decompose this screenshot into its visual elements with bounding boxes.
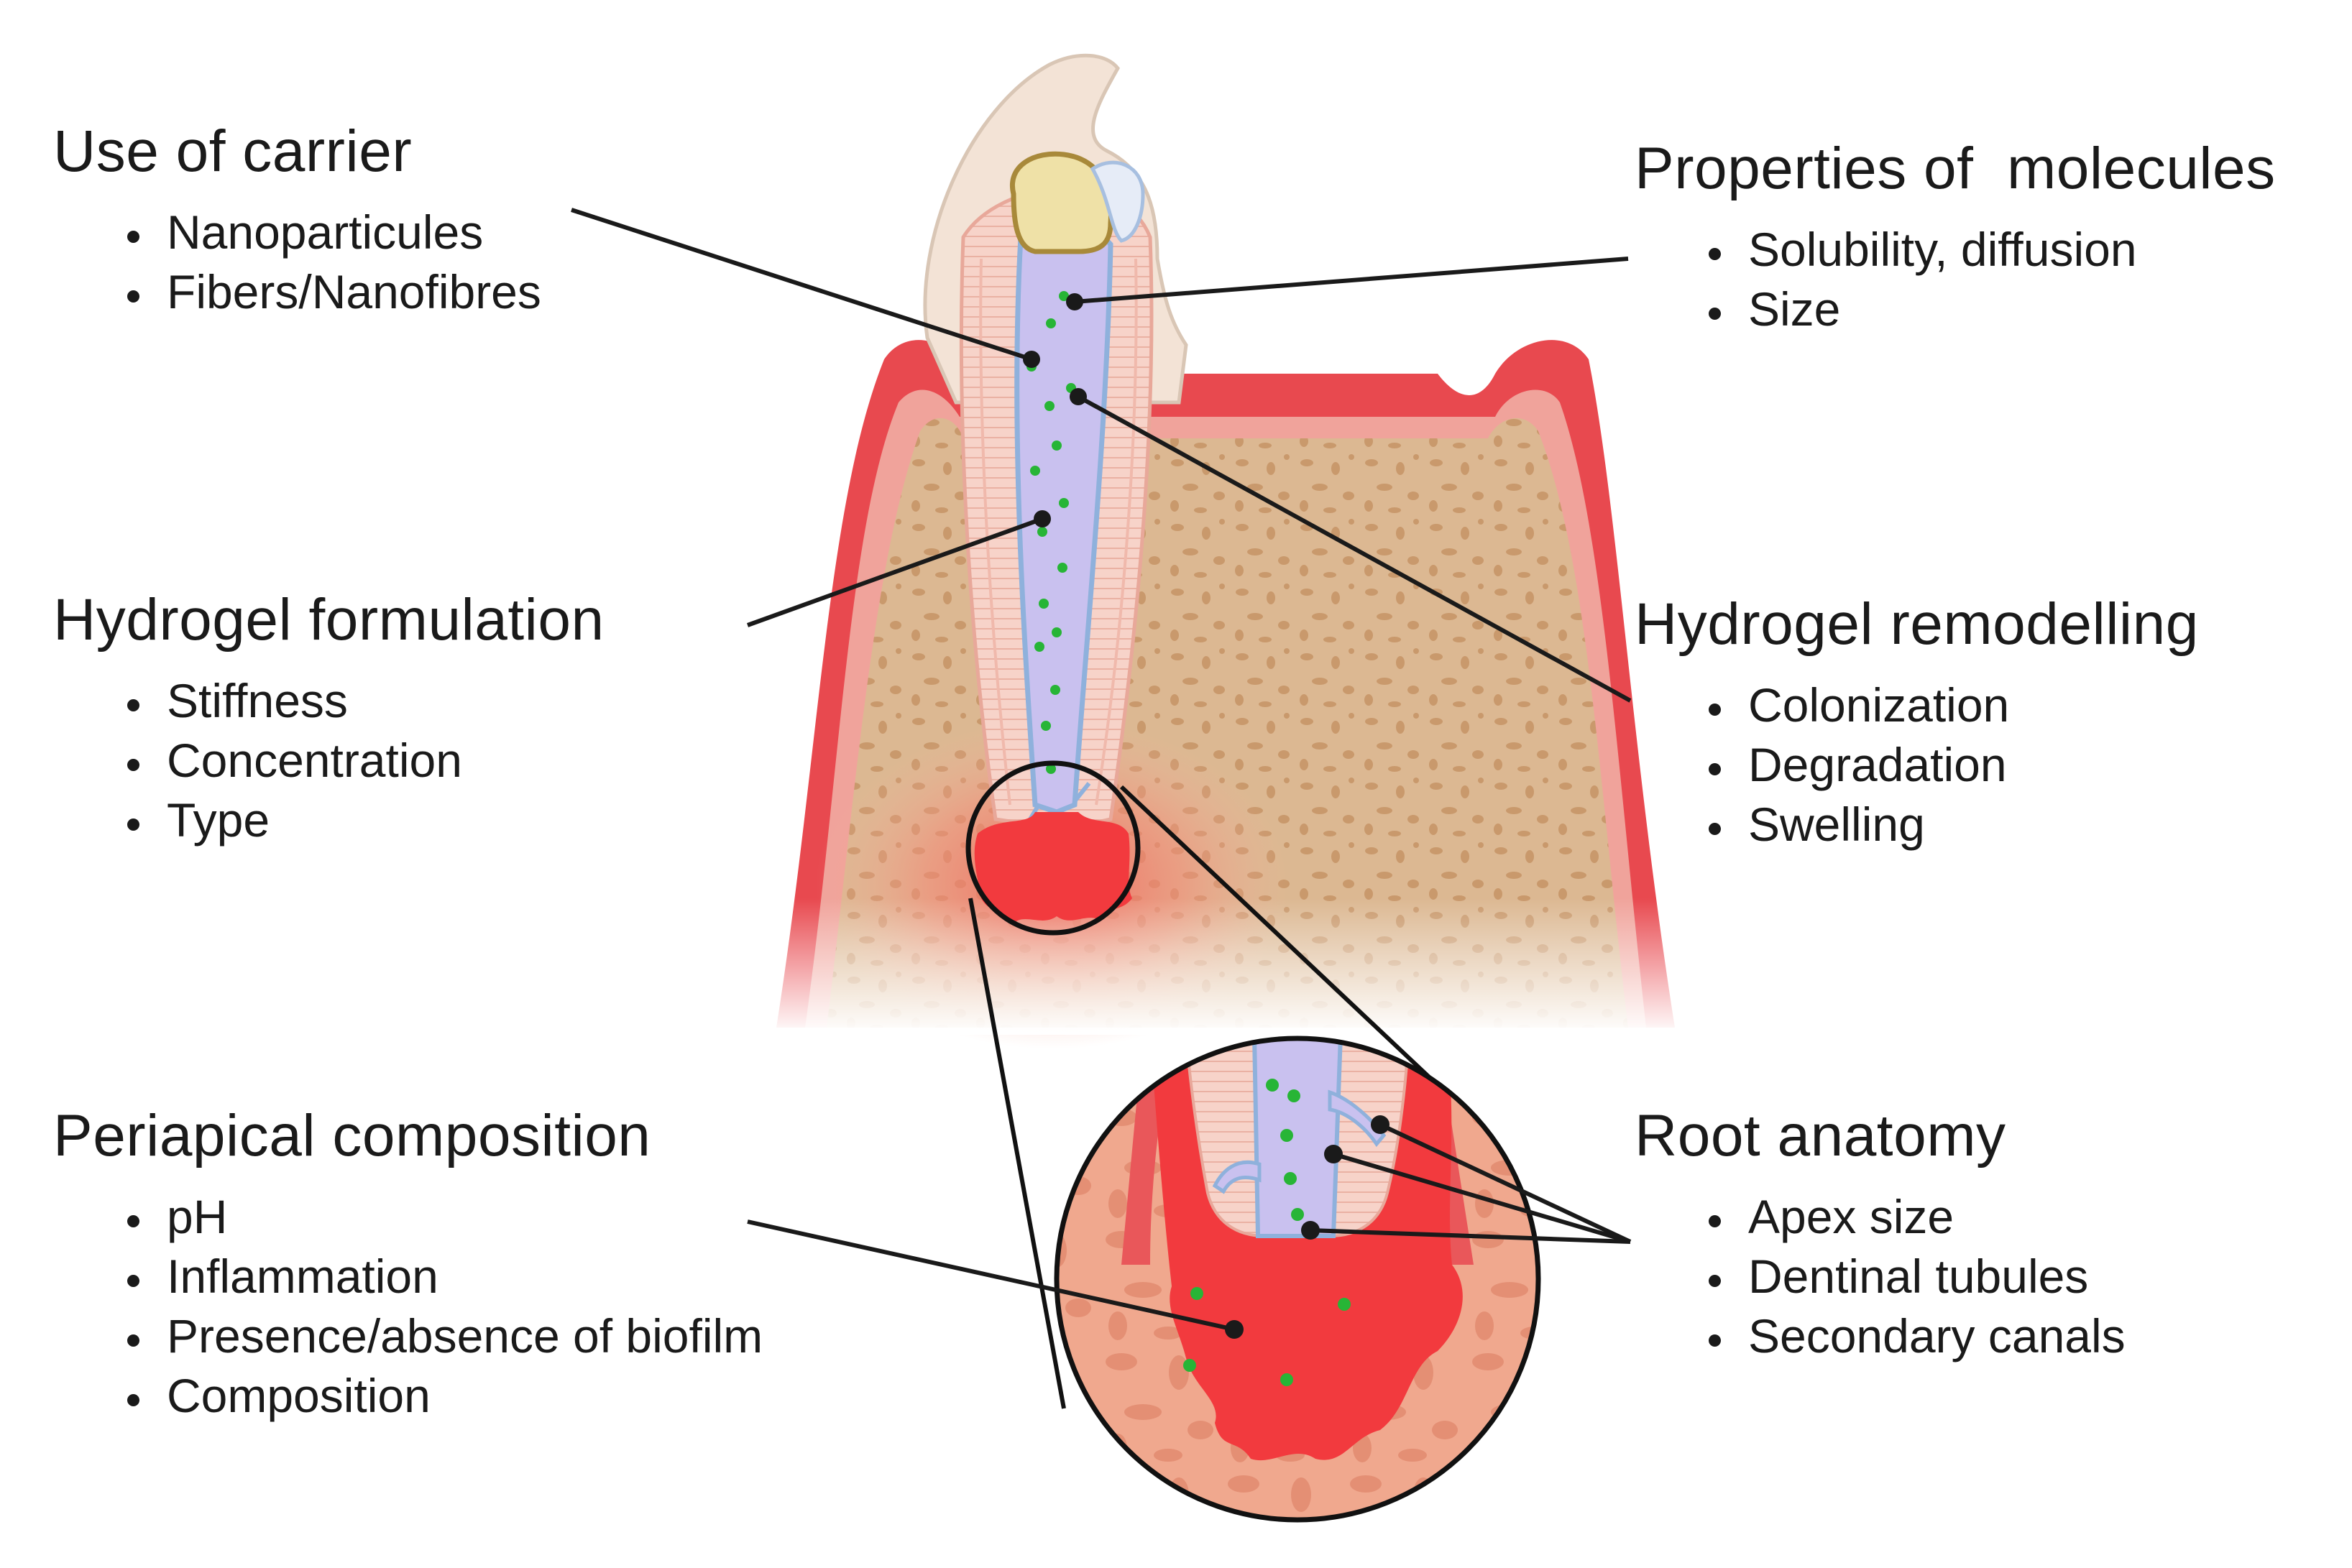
bullet-list: Stiffness Concentration Type [53, 671, 605, 850]
endpoint-dot [1066, 293, 1083, 310]
panel-title: Periapical composition [53, 1103, 651, 1168]
bullet-item: Composition [157, 1366, 763, 1426]
panel-hydrogel-remodelling: Hydrogel remodelling Colonization Degrad… [1635, 591, 2199, 854]
molecule-dot [1052, 441, 1062, 451]
bullet-item: Type [157, 790, 605, 850]
panel-title: Root anatomy [1635, 1103, 2006, 1168]
panel-title: Hydrogel remodelling [1635, 591, 2199, 657]
restoration-edge [1090, 160, 1145, 243]
molecule-dot [1052, 627, 1062, 637]
leader-endpoints [1023, 293, 1389, 1339]
bullet-item: Colonization [1738, 675, 2199, 735]
bullet-list: pH Inflammation Presence/absence of biof… [53, 1187, 763, 1426]
bullet-item: Degradation [1738, 735, 2199, 795]
endpoint-dot [1034, 510, 1051, 527]
bullet-item: Size [1738, 280, 2276, 339]
molecule-dot [1046, 764, 1056, 774]
bone-fade [755, 898, 1704, 1035]
molecule-dot [1034, 642, 1044, 652]
panel-title: Use of carrier [53, 119, 413, 184]
bullet-item: Dentinal tubules [1738, 1247, 2126, 1306]
endpoint-dot [1324, 1145, 1343, 1163]
bullet-list: Colonization Degradation Swelling [1635, 675, 2199, 854]
leader-remodelling [1077, 395, 1632, 703]
bullet-item: pH [157, 1187, 763, 1247]
molecule-dot [1046, 318, 1056, 328]
zoom-connector-left [968, 898, 1066, 1409]
bullet-item: Secondary canals [1738, 1306, 2126, 1366]
leader-formulation [746, 517, 1044, 627]
molecule-dot [1037, 527, 1047, 537]
zoom-connector-right [1119, 785, 1440, 1087]
molecule-dot [1039, 599, 1049, 609]
bullet-item: Solubility, diffusion [1738, 220, 2276, 280]
panel-hydrogel-formulation: Hydrogel formulation Stiffness Concentra… [53, 589, 605, 850]
bullet-item: Apex size [1738, 1187, 2126, 1247]
leader-molecules [1074, 257, 1629, 304]
endpoint-dot [1225, 1320, 1244, 1339]
molecule-dot [1030, 466, 1040, 476]
leader-periapical [747, 1219, 1235, 1332]
bullet-item: Inflammation [157, 1247, 763, 1306]
bullet-item: Nanoparticules [157, 203, 541, 262]
bullet-list: Nanoparticules Fibers/Nanofibres [53, 203, 541, 322]
bullet-list: Apex size Dentinal tubules Secondary can… [1635, 1187, 2126, 1366]
pulp-molecules [1026, 291, 1076, 774]
bullet-item: Stiffness [157, 671, 605, 731]
endpoint-dot [1301, 1221, 1320, 1240]
endpoint-dot [1371, 1115, 1389, 1134]
bullet-item: Fibers/Nanofibres [157, 262, 541, 322]
molecule-dot [1059, 498, 1069, 508]
leader-root-2 [1333, 1152, 1631, 1244]
molecule-dot [1041, 721, 1051, 731]
magnified-circle-border [1054, 1036, 1541, 1523]
endpoint-dot [1023, 351, 1040, 368]
panel-properties-of-molecules: Properties of molecules Solubility, diff… [1635, 136, 2276, 339]
root-lining [979, 258, 1138, 806]
panel-title: Hydrogel formulation [53, 587, 605, 652]
panel-periapical-composition: Periapical composition pH Inflammation P… [53, 1103, 763, 1426]
leader-root-1 [1379, 1122, 1632, 1244]
bullet-item: Swelling [1738, 795, 2199, 854]
bullet-item: Concentration [157, 731, 605, 790]
leader-lines [571, 208, 1632, 1332]
bullet-list: Solubility, diffusion Size [1635, 220, 2276, 339]
panel-root-anatomy: Root anatomy Apex size Dentinal tubules … [1635, 1103, 2126, 1366]
magnified-apex [1057, 1038, 1538, 1520]
endpoint-dot [1070, 388, 1087, 405]
bullet-item: Presence/absence of biofilm [157, 1306, 763, 1366]
leader-root-3 [1310, 1228, 1631, 1244]
molecule-dot [1044, 401, 1055, 411]
molecule-dot [1059, 291, 1069, 301]
leader-carrier [571, 208, 1032, 361]
zoom-source-circle [965, 760, 1141, 936]
molecule-dot [1050, 685, 1060, 695]
panel-use-of-carrier: Use of carrier Nanoparticules Fibers/Nan… [53, 119, 541, 322]
molecule-dot [1057, 563, 1067, 573]
panel-title: Properties of molecules [1635, 136, 2276, 201]
periapical-lesion [974, 812, 1132, 923]
